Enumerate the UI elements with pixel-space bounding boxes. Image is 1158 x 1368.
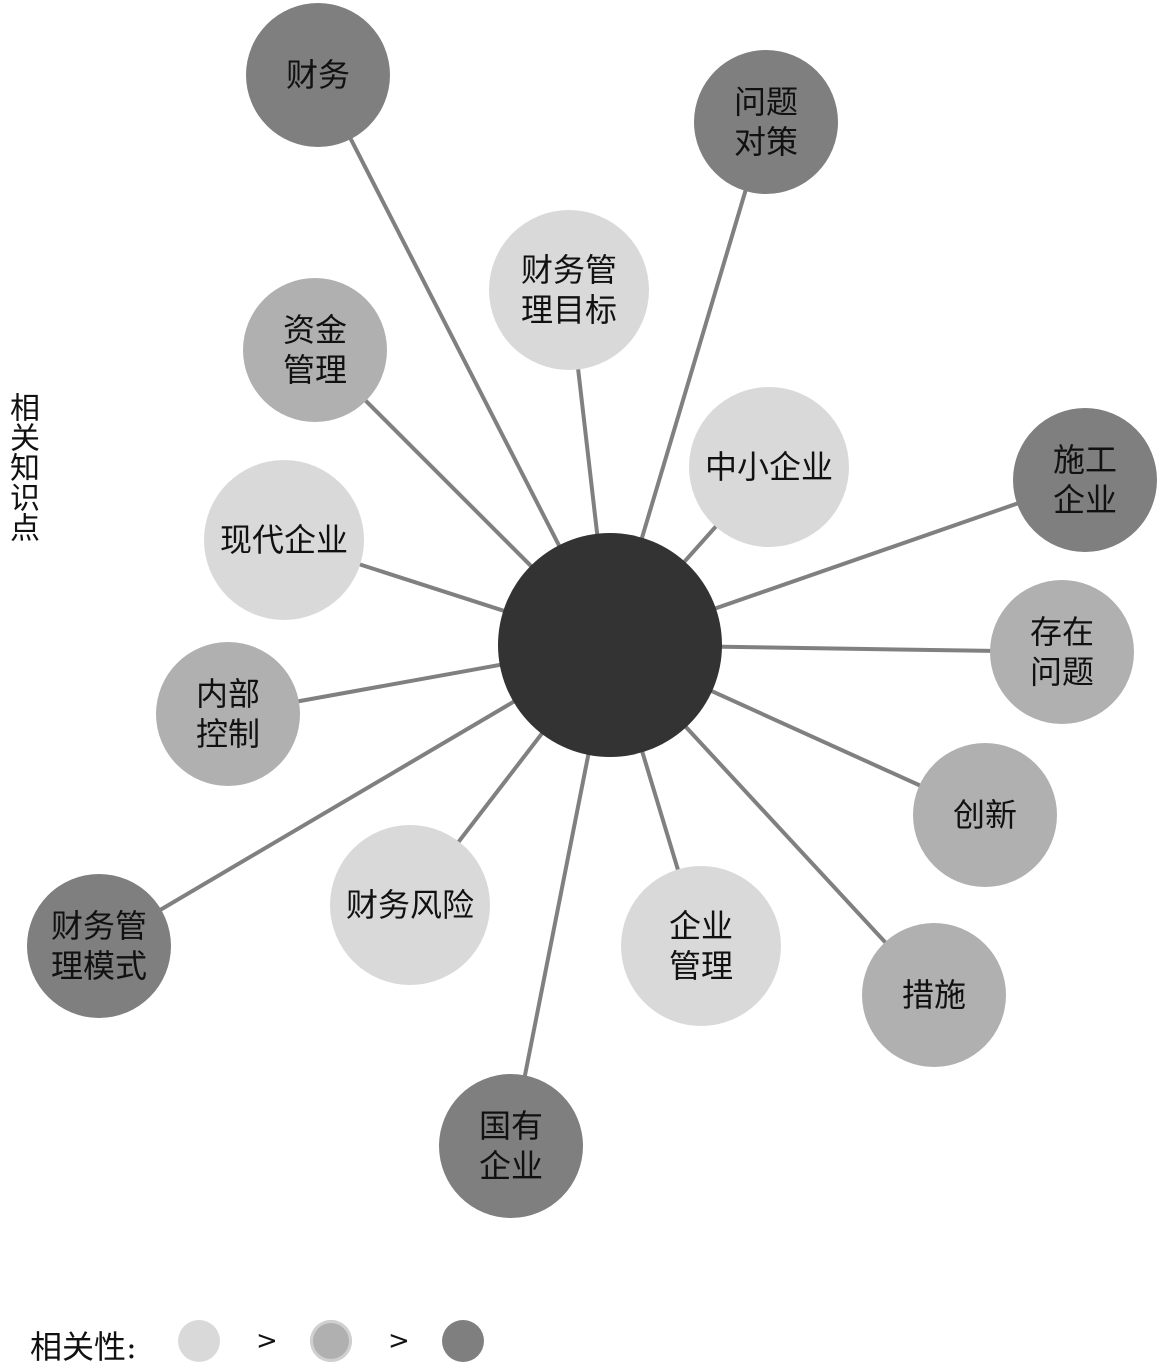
node-label: 问题	[1030, 653, 1094, 691]
node-circle	[243, 278, 387, 422]
node-circle	[862, 923, 1006, 1067]
node-label: 施工	[1053, 441, 1117, 479]
node-circle	[330, 825, 490, 985]
node-circle	[27, 874, 171, 1018]
legend-label: 相关性:	[30, 1328, 137, 1366]
node-circle	[489, 210, 649, 370]
node-label: 中小企业	[705, 448, 833, 486]
node-label: 财务管	[521, 251, 617, 289]
side-title: 相关知识点	[4, 392, 39, 542]
node-label: 管理	[669, 947, 733, 985]
node-xiandai-qiye: 现代企业	[204, 460, 364, 620]
node-circle	[990, 580, 1134, 724]
node-circle	[439, 1074, 583, 1218]
node-label: 理目标	[521, 291, 617, 329]
node-label: 国有	[479, 1107, 543, 1145]
node-label: 对策	[734, 123, 798, 161]
node-label: 措施	[902, 976, 966, 1014]
node-label: 企业	[1053, 481, 1117, 519]
node-label: 财务管	[51, 907, 147, 945]
center-node	[498, 533, 722, 757]
node-label: 管理	[283, 351, 347, 389]
node-label: 理模式	[51, 947, 147, 985]
node-label: 财务风险	[346, 886, 474, 924]
legend-dot-high	[178, 1320, 220, 1362]
node-label: 现代企业	[220, 521, 348, 559]
node-label: 存在	[1030, 613, 1094, 651]
node-label: 内部	[196, 675, 260, 713]
node-circle	[156, 642, 300, 786]
node-circle	[204, 460, 364, 620]
legend-separator-1: >	[256, 1326, 278, 1356]
legend-dot-low	[442, 1320, 484, 1362]
node-label: 企业	[669, 907, 733, 945]
node-circle	[689, 387, 849, 547]
node-label: 问题	[734, 83, 798, 121]
node-label: 资金	[283, 311, 347, 349]
node-caiwu-fengxian: 财务风险	[330, 825, 490, 985]
legend-separator-2: >	[388, 1326, 410, 1356]
node-cuoshi: 措施	[862, 923, 1006, 1067]
node-chuangxin: 创新	[913, 743, 1057, 887]
legend-dot-medium	[310, 1320, 352, 1362]
node-circle	[1013, 408, 1157, 552]
node-caiwu: 财务	[246, 3, 390, 147]
node-zhongxiao-qiye: 中小企业	[689, 387, 849, 547]
node-circle	[913, 743, 1057, 887]
node-label: 财务	[286, 56, 350, 94]
relevance-diagram: 财务问题对策财务管理目标资金管理中小企业施工企业现代企业存在问题内部控制创新财务…	[27, 3, 1157, 1218]
node-label: 创新	[953, 796, 1017, 834]
node-circle	[694, 50, 838, 194]
knowledge-nodes: 财务问题对策财务管理目标资金管理中小企业施工企业现代企业存在问题内部控制创新财务…	[27, 3, 1157, 1218]
node-circle	[246, 3, 390, 147]
node-circle	[621, 866, 781, 1026]
node-label: 控制	[196, 715, 260, 753]
node-label: 企业	[479, 1147, 543, 1185]
